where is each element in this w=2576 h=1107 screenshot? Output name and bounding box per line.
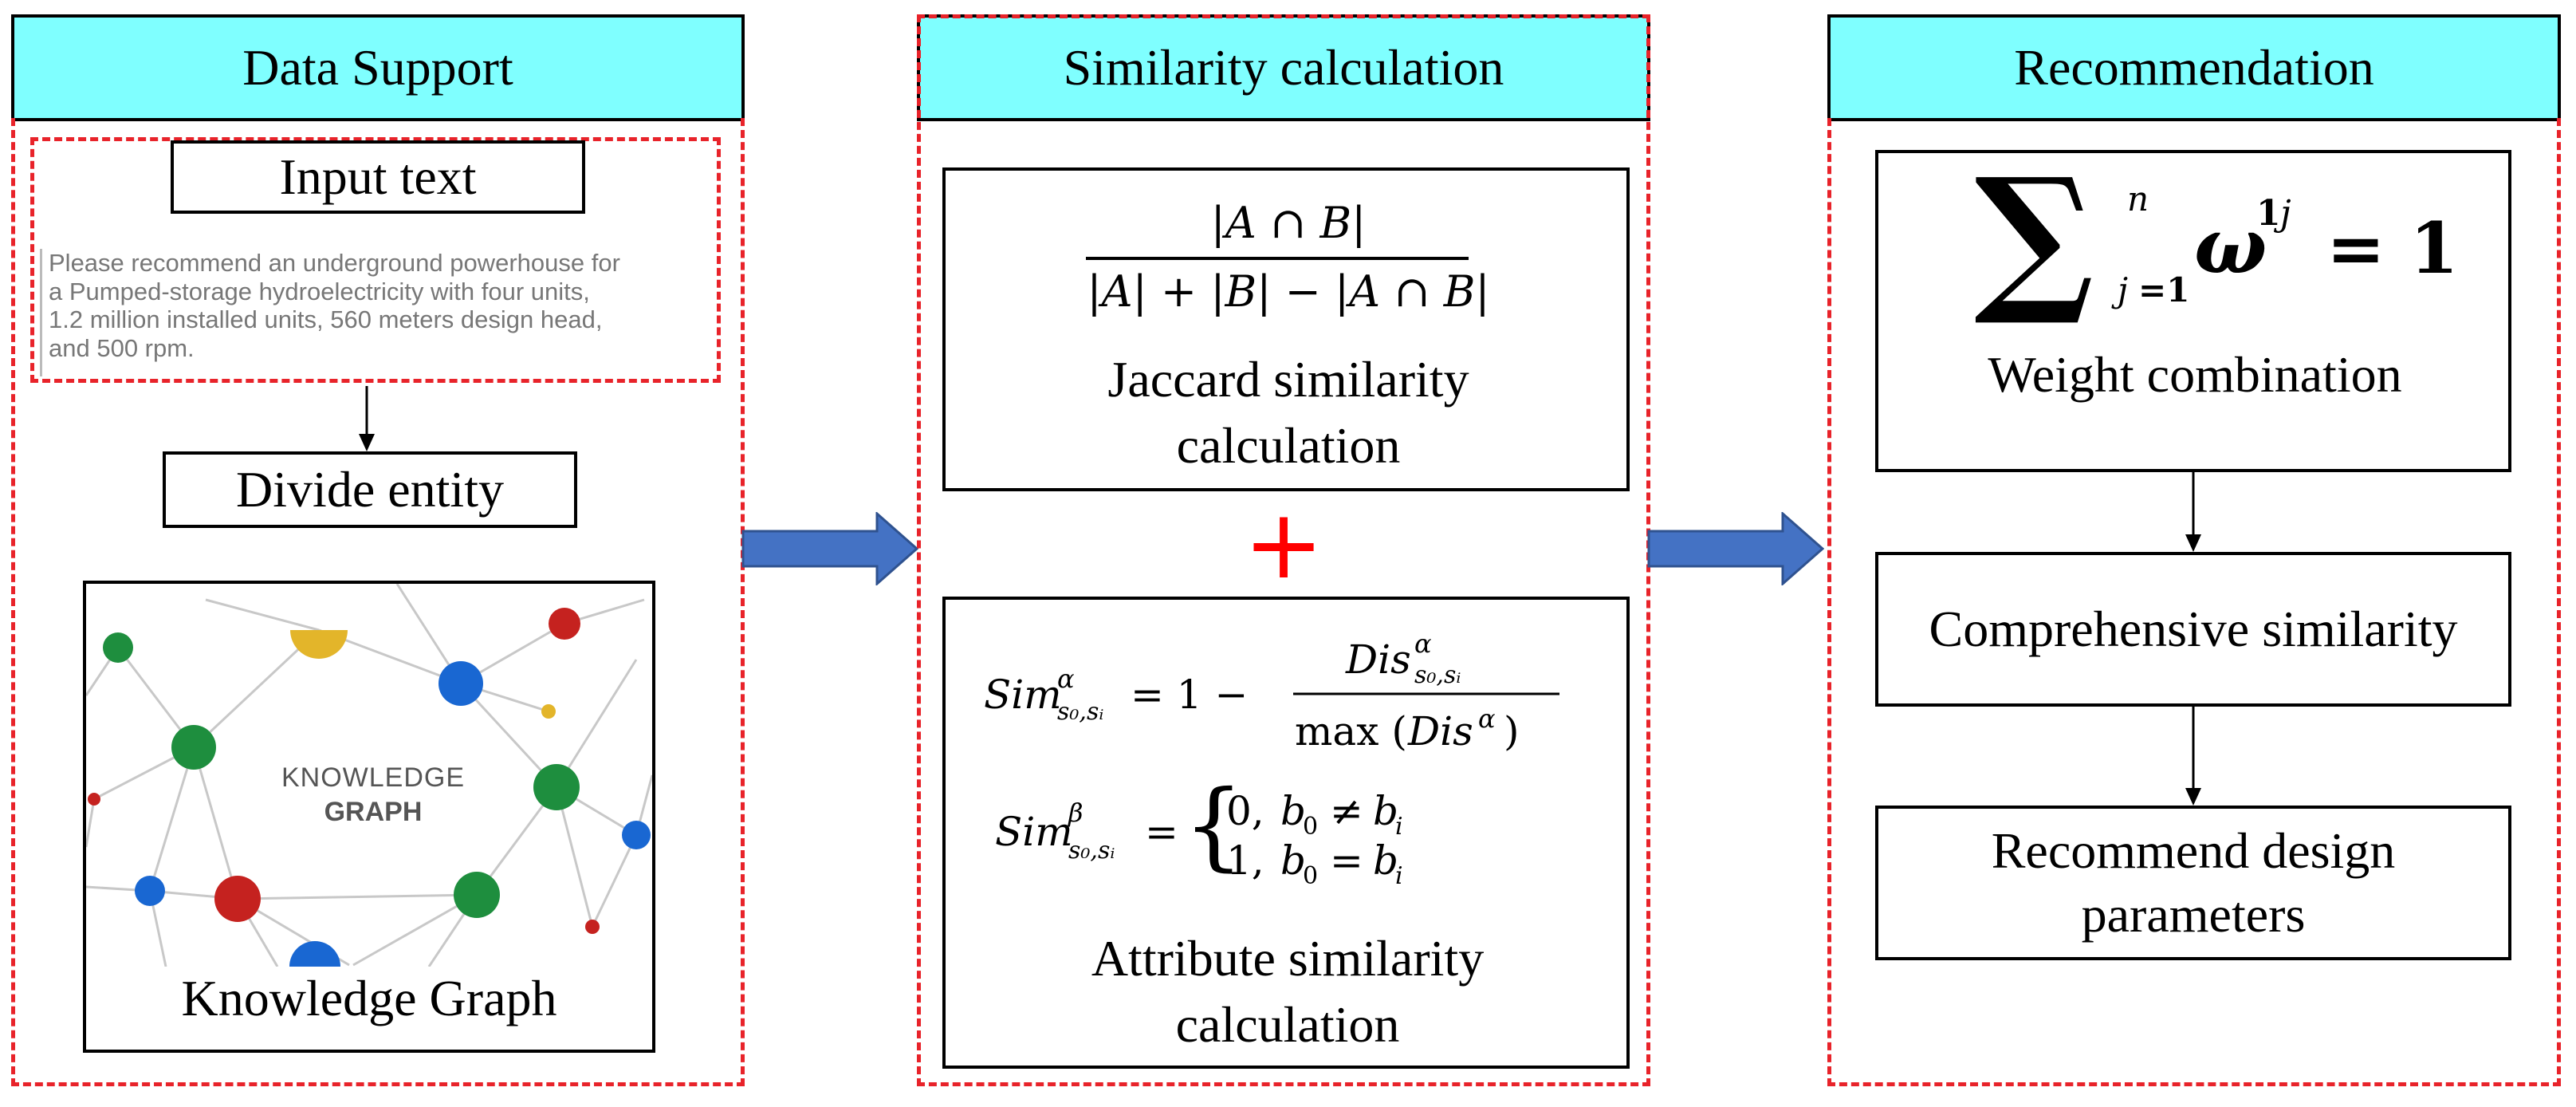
input-to-divide-arrow <box>359 386 375 451</box>
svg-text:i: i <box>1395 813 1403 841</box>
svg-text:s₀,sᵢ: s₀,sᵢ <box>1414 661 1461 689</box>
jaccard-caption-line1: Jaccard similarity <box>1107 351 1469 408</box>
svg-text:0,: 0, <box>1226 788 1264 834</box>
graph-nodes <box>88 608 651 967</box>
jaccard-fraction-bar <box>1086 257 1469 260</box>
recommend-parameters-box: Recommend design parameters <box>1875 806 2511 960</box>
weight-box: ∑ n j =1 ω 1 j = 1 Weight combination <box>1875 150 2511 472</box>
svg-text:i: i <box>1395 862 1403 887</box>
jaccard-denominator: |A| + |B| − |A ∩ B| <box>1087 266 1490 317</box>
attribute-caption: Attribute similarity calculation <box>946 925 1630 1058</box>
recommendation-panel <box>1827 118 2561 1086</box>
plus-sign: + <box>1243 490 1324 601</box>
jaccard-numerator: |A ∩ B| <box>1210 198 1367 248</box>
weight-formula: ∑ n j =1 ω 1 j = 1 <box>1974 153 2459 330</box>
arrow-similarity-to-recommendation <box>1647 512 1824 585</box>
svg-text:Sim: Sim <box>995 809 1073 855</box>
weight-to-comprehensive-arrow <box>2185 472 2201 552</box>
svg-text:b: b <box>1373 837 1398 884</box>
recommendation-title: Recommendation <box>2014 39 2374 96</box>
kg-caption: Knowledge Graph <box>181 970 557 1026</box>
svg-text:b: b <box>1280 837 1306 884</box>
svg-text:1,: 1, <box>1226 837 1264 884</box>
svg-text:= 1 −: = 1 − <box>1131 672 1248 718</box>
data-support-panel <box>11 118 745 1086</box>
recommend-line1: Recommend design <box>1991 822 2396 879</box>
arrow-data-to-similarity <box>741 512 918 585</box>
divide-entity-box: Divide entity <box>163 451 577 528</box>
input-paragraph: Please recommend an underground powerhou… <box>40 249 718 376</box>
recommend-line2: parameters <box>2081 886 2306 943</box>
data-support-title: Data Support <box>242 39 513 96</box>
comprehensive-similarity-label: Comprehensive similarity <box>1929 601 2458 657</box>
svg-text:n: n <box>2127 179 2149 219</box>
divide-entity-label: Divide entity <box>236 461 504 518</box>
svg-text:β: β <box>1068 798 1083 828</box>
svg-text:=: = <box>1330 837 1363 884</box>
attribute-box: Sim α s₀,sᵢ = 1 − Dis α s₀,sᵢ max ( Dis … <box>942 597 1630 1069</box>
svg-text:= 1: = 1 <box>2326 207 2459 290</box>
svg-text:{: { <box>1183 770 1244 881</box>
recommendation-header: Recommendation <box>1827 14 2561 121</box>
input-text-region <box>30 137 721 383</box>
jaccard-caption-line2: calculation <box>1176 417 1401 475</box>
svg-text:b: b <box>1373 788 1398 834</box>
jaccard-caption: Jaccard similarity calculation <box>946 346 1631 479</box>
svg-text:s₀,sᵢ: s₀,sᵢ <box>1068 837 1115 865</box>
attribute-formulas: Sim α s₀,sᵢ = 1 − Dis α s₀,sᵢ max ( Dis … <box>984 628 1559 887</box>
kg-image-line1: KNOWLEDGE <box>281 762 466 793</box>
svg-text:Sim: Sim <box>984 672 1062 718</box>
svg-text:∑: ∑ <box>1974 153 2094 330</box>
knowledge-graph-box: KNOWLEDGE GRAPH Knowledge Graph <box>83 581 655 1053</box>
comprehensive-to-recommend-arrow <box>2185 707 2201 806</box>
similarity-title: Similarity calculation <box>1063 39 1504 96</box>
svg-text:α: α <box>1414 628 1432 659</box>
kg-image-line2: GRAPH <box>324 796 423 827</box>
svg-text:b: b <box>1280 788 1306 834</box>
input-text-label: Input text <box>279 148 477 205</box>
svg-text:s₀,sᵢ: s₀,sᵢ <box>1057 698 1103 726</box>
svg-text:=: = <box>1145 809 1178 855</box>
comprehensive-similarity-box: Comprehensive similarity <box>1875 552 2511 707</box>
attribute-caption-line2: calculation <box>1175 996 1400 1054</box>
svg-text:0: 0 <box>1303 813 1318 841</box>
svg-text:=1: =1 <box>2138 270 2189 309</box>
svg-text:): ) <box>1504 708 1520 754</box>
svg-text:ω: ω <box>2194 201 2267 291</box>
input-text-box: Input text <box>171 140 585 214</box>
knowledge-graph-image <box>86 584 652 967</box>
similarity-header: Similarity calculation <box>917 14 1650 121</box>
kg-image-text: KNOWLEDGE GRAPH <box>262 761 485 829</box>
svg-text:j: j <box>2111 270 2128 309</box>
data-support-header: Data Support <box>11 14 745 121</box>
svg-text:≠: ≠ <box>1330 788 1363 834</box>
svg-text:Dis: Dis <box>1407 708 1473 754</box>
weight-caption: Weight combination <box>1988 346 2402 403</box>
attribute-caption-line1: Attribute similarity <box>1091 930 1485 987</box>
jaccard-box: |A ∩ B| |A| + |B| − |A ∩ B| Jaccard simi… <box>942 167 1630 491</box>
svg-text:α: α <box>1478 703 1496 734</box>
svg-text:1: 1 <box>2256 193 2281 234</box>
svg-text:α: α <box>1057 664 1075 694</box>
svg-text:Dis: Dis <box>1345 636 1411 683</box>
svg-text:0: 0 <box>1303 862 1318 887</box>
svg-text:max (: max ( <box>1295 708 1407 754</box>
